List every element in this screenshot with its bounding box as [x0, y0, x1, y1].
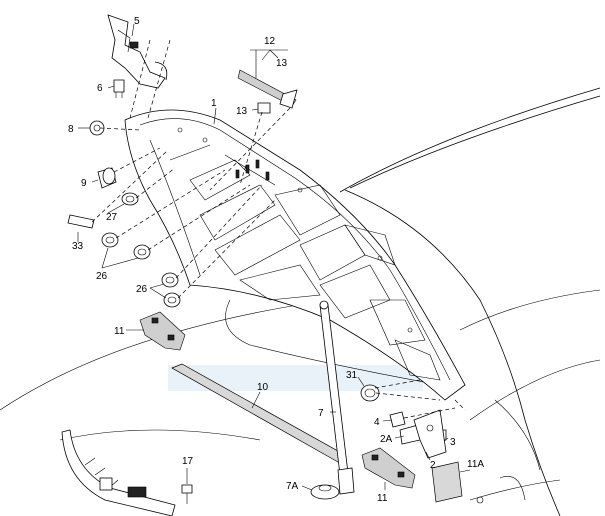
- callout-13-lower: 13: [236, 106, 248, 117]
- leader-lines: [77, 23, 471, 491]
- washer-hose: [61, 429, 176, 516]
- part-6-bolt: [113, 79, 125, 98]
- callout-10: 10: [257, 382, 269, 393]
- part-7A-mount: [310, 484, 340, 500]
- part-2-hinge: [413, 409, 447, 459]
- callout-27: 27: [106, 212, 118, 223]
- part-17-bolt: [181, 484, 193, 504]
- callout-26-upper: 26: [96, 271, 108, 282]
- callout-7A: 7A: [286, 481, 299, 492]
- callout-4: 4: [374, 417, 380, 428]
- part-4-nut: [389, 411, 406, 428]
- callout-17: 17: [182, 456, 194, 467]
- callout-7: 7: [318, 408, 324, 419]
- callout-11-left: 11: [114, 326, 125, 337]
- bonnet-panel: [124, 109, 466, 401]
- part-12-strip: [237, 69, 298, 114]
- callout-12: 12: [264, 36, 276, 47]
- callout-labels: 5 6 12 13 13 1 8 9 27 33 26 26 11 10 31 …: [68, 16, 484, 504]
- callout-26-lower: 26: [136, 284, 148, 295]
- callout-6: 6: [97, 83, 103, 94]
- callout-13-top: 13: [276, 58, 288, 69]
- part-33-strip: [67, 214, 95, 229]
- part-7-gas-strut: [319, 300, 355, 495]
- part-27-clip: [121, 192, 139, 206]
- callout-33: 33: [72, 241, 84, 252]
- callout-31: 31: [346, 370, 358, 381]
- part-26-plugs: [101, 232, 181, 308]
- part-5-latch: [107, 14, 168, 89]
- part-11-bracket-lower: [361, 447, 416, 489]
- callout-3: 3: [450, 437, 456, 448]
- callout-5: 5: [134, 16, 140, 27]
- callout-11A: 11A: [467, 459, 484, 470]
- callout-8: 8: [68, 124, 74, 135]
- callout-11-lower: 11: [377, 493, 388, 504]
- part-11-bracket-left: [139, 311, 186, 351]
- part-9-stop-buffer: [97, 167, 117, 189]
- callout-9: 9: [81, 178, 87, 189]
- callout-1: 1: [211, 98, 217, 109]
- car-body-outline: [0, 87, 601, 516]
- callout-2: 2: [430, 460, 436, 471]
- callout-2A: 2A: [380, 434, 393, 445]
- part-11A-pad: [431, 461, 463, 503]
